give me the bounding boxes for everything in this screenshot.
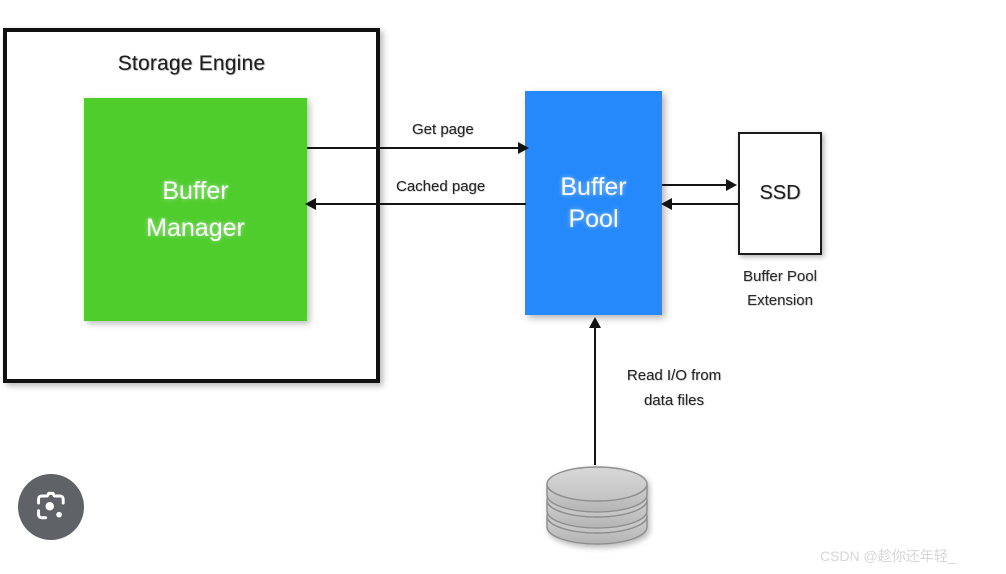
edge-get-page-label: Get page xyxy=(412,121,474,138)
buffer-manager-node: Buffer Manager xyxy=(84,98,307,321)
edge-read-io-label-line2: data files xyxy=(643,391,705,409)
ssd-label: SSD xyxy=(759,182,801,204)
edge-get-page-line xyxy=(307,147,521,149)
buffer-pool-extension-caption: Buffer Pool Extension xyxy=(700,265,860,313)
google-lens-icon xyxy=(37,491,65,520)
csdn-watermark: CSDN @趁你还年轻_ xyxy=(820,548,956,564)
ssd-node: SSD xyxy=(738,132,822,255)
edge-cached-page-arrowhead-icon xyxy=(305,198,316,210)
buffer-manager-label-line1: Buffer xyxy=(162,177,229,206)
bpe-caption-line2: Extension xyxy=(747,292,813,309)
edge-cached-page-line xyxy=(314,203,526,205)
buffer-pool-node: Buffer Pool xyxy=(525,91,662,315)
edge-read-io-label: Read I/O from data files xyxy=(603,364,745,414)
buffer-pool-label-group: Buffer Pool xyxy=(525,91,662,315)
buffer-pool-label-line1: Buffer xyxy=(560,173,627,201)
edge-pool-to-ssd-arrowhead-icon xyxy=(726,179,737,191)
edge-ssd-to-pool-line xyxy=(670,203,738,205)
edge-cached-page-label: Cached page xyxy=(396,178,486,195)
edge-read-io-label-line1: Read I/O from xyxy=(626,367,722,384)
edge-ssd-to-pool-arrowhead-icon xyxy=(661,198,672,210)
edge-pool-to-ssd-line xyxy=(662,184,728,186)
edge-read-io-arrowhead-icon xyxy=(589,317,601,328)
storage-engine-title: Storage Engine xyxy=(117,52,266,75)
bpe-caption-line1: Buffer Pool xyxy=(743,268,817,285)
edge-read-io-line xyxy=(594,327,596,465)
database-disk-stack-icon xyxy=(546,466,648,545)
buffer-pool-label-line2: Pool xyxy=(568,205,619,233)
buffer-manager-label-group: Buffer Manager xyxy=(84,98,307,321)
edge-get-page-arrowhead-icon xyxy=(518,142,529,154)
buffer-manager-label-line2: Manager xyxy=(146,213,245,242)
google-lens-button[interactable] xyxy=(18,474,84,540)
data-files-node xyxy=(543,465,651,553)
